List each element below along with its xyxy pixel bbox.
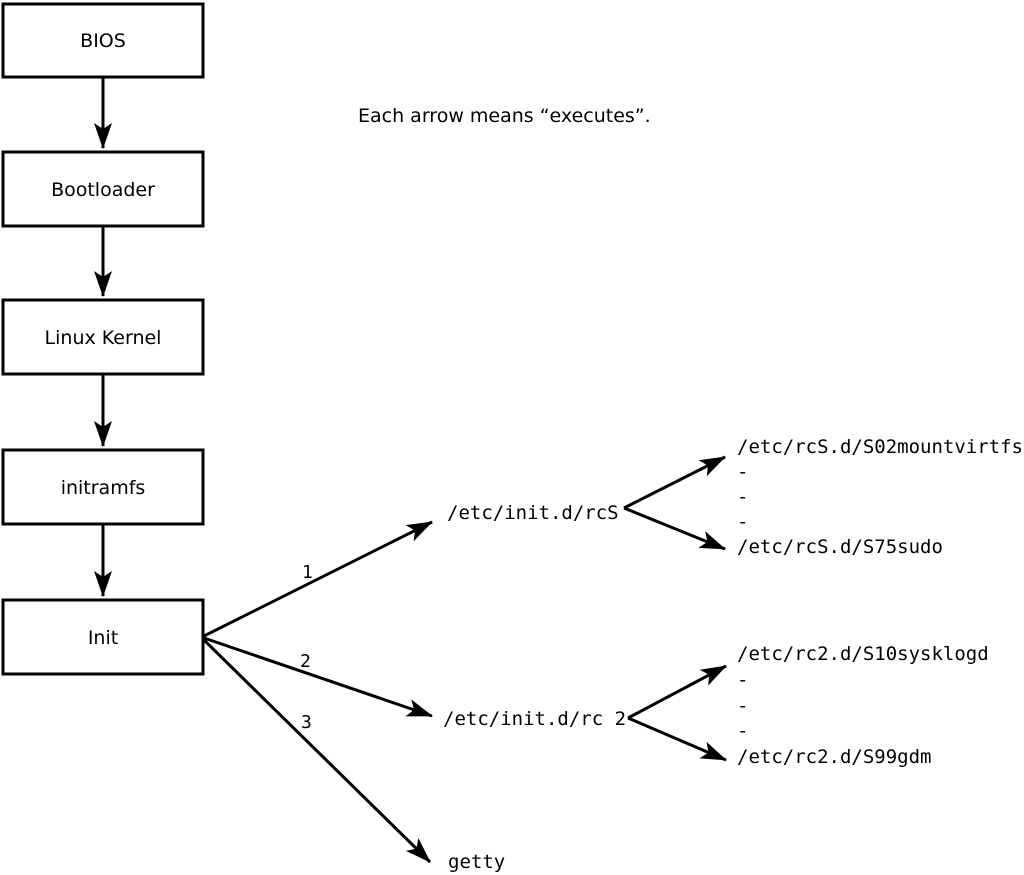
rcs-ellipsis-3: - xyxy=(737,511,748,533)
node-linux-kernel: Linux Kernel xyxy=(1,298,205,376)
bootloader-box xyxy=(1,150,205,228)
linux-kernel-label: Linux Kernel xyxy=(45,327,162,349)
branch-3-number: 3 xyxy=(301,712,312,733)
linux-kernel-box xyxy=(1,298,205,376)
rc2-first-entry: /etc/rc2.d/S10sysklogd xyxy=(737,643,989,665)
initramfs-label: initramfs xyxy=(61,477,146,499)
rcs-script-label: /etc/init.d/rcS xyxy=(447,502,619,524)
initramfs-box xyxy=(1,448,205,526)
legend-text: Each arrow means “executes”. xyxy=(358,105,651,127)
rc2-script-label: /etc/init.d/rc 2 xyxy=(443,708,626,730)
rcs-last-entry: /etc/rcS.d/S75sudo xyxy=(737,536,943,558)
branch-1-number: 1 xyxy=(302,562,313,583)
rc2-ellipsis-1: - xyxy=(737,669,748,691)
init-label: Init xyxy=(88,627,118,649)
rcs-ellipsis-1: - xyxy=(737,461,748,483)
arrow-rc2-to-last xyxy=(627,716,727,762)
branch-2-number: 2 xyxy=(300,651,311,672)
arrow-init-to-rc2 xyxy=(203,636,433,718)
node-initramfs: initramfs xyxy=(1,448,205,526)
getty-label: getty xyxy=(448,851,505,873)
rc2-last-entry: /etc/rc2.d/S99gdm xyxy=(737,746,931,768)
arrow-rcs-to-first xyxy=(623,455,726,510)
init-box xyxy=(1,598,205,676)
bootloader-label: Bootloader xyxy=(51,179,155,201)
arrow-rc2-to-first xyxy=(627,664,727,720)
bios-label: BIOS xyxy=(80,30,126,52)
rc2-ellipsis-3: - xyxy=(737,720,748,742)
arrow-init-to-getty xyxy=(202,638,432,864)
bios-box xyxy=(1,2,205,79)
node-init: Init xyxy=(1,598,205,676)
arrow-rcs-to-last xyxy=(623,506,726,551)
rc2-ellipsis-2: - xyxy=(737,695,748,717)
arrow-init-to-rcs xyxy=(203,520,433,638)
rcs-ellipsis-2: - xyxy=(737,486,748,508)
rcs-first-entry: /etc/rcS.d/S02mountvirtfs xyxy=(737,436,1023,458)
node-bios: BIOS xyxy=(1,2,205,79)
node-bootloader: Bootloader xyxy=(1,150,205,228)
